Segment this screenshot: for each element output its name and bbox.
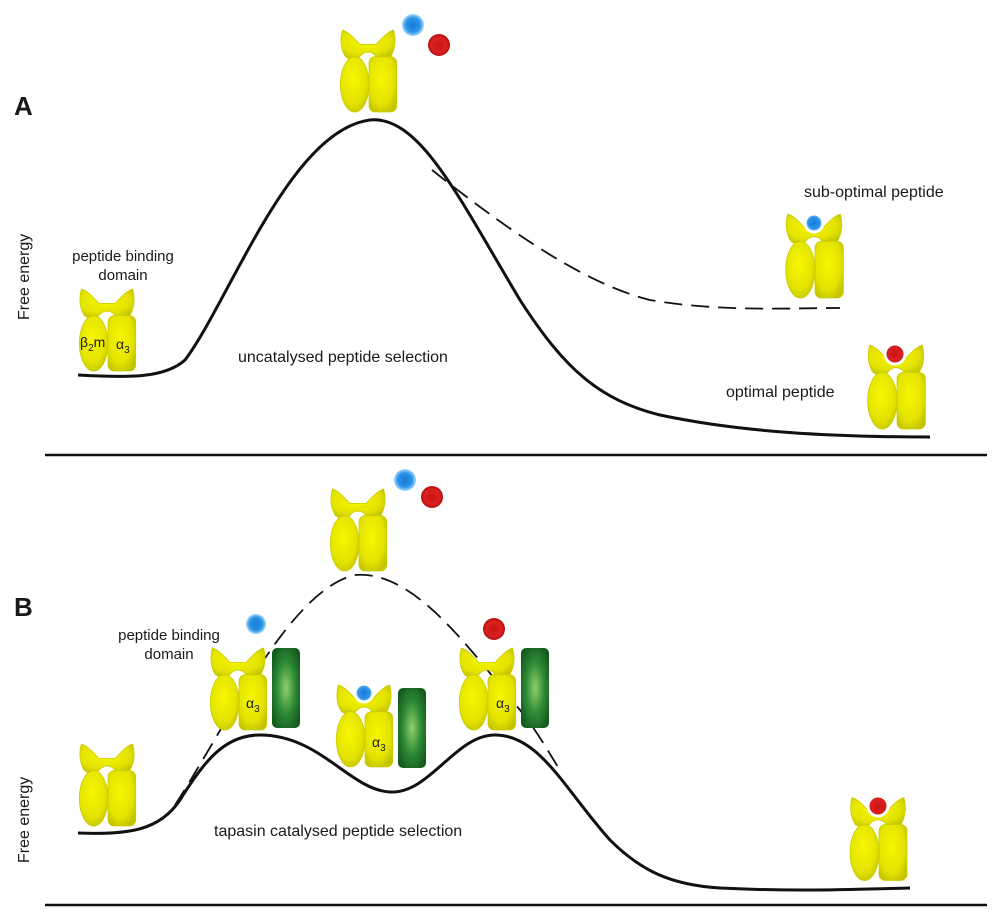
suboptimal-peptide-label: sub-optimal peptide bbox=[804, 184, 944, 201]
optimal-peptide-label: optimal peptide bbox=[726, 384, 835, 401]
alpha3-sub: 3 bbox=[380, 742, 386, 754]
panel-b-y-axis-label: Free energy bbox=[16, 776, 33, 863]
panel-b-pbd-label: peptide binding domain bbox=[104, 626, 234, 664]
panel-a-energy-curve bbox=[77, 118, 931, 439]
panel-b-letter: B bbox=[14, 592, 33, 622]
alpha3-sub: 3 bbox=[124, 344, 130, 356]
peptide-icon bbox=[428, 34, 450, 56]
peptide-icon bbox=[866, 794, 890, 818]
alpha3-label: α3 bbox=[246, 693, 260, 720]
alpha3-label: α3 bbox=[116, 334, 130, 361]
pbd-label-line2: domain bbox=[144, 646, 194, 663]
peptide-icon bbox=[353, 682, 375, 704]
peptide-icon bbox=[246, 614, 266, 634]
b2m-m: m bbox=[93, 334, 106, 350]
alpha3-base: α bbox=[116, 336, 125, 352]
mhc-molecule-icon bbox=[329, 488, 388, 572]
panel-a-pbd-label: peptide binding domain bbox=[58, 247, 188, 285]
peptide-icon bbox=[421, 486, 443, 508]
alpha3-sub: 3 bbox=[504, 703, 510, 715]
panel-a-curve-label: uncatalysed peptide selection bbox=[238, 349, 448, 366]
panel-b-curve-label: tapasin catalysed peptide selection bbox=[214, 823, 463, 840]
mhc-molecule-icon bbox=[78, 743, 137, 827]
b2m-sub: 2 bbox=[88, 342, 94, 354]
panel-b-energy-curve bbox=[77, 733, 911, 892]
panel-a bbox=[45, 14, 987, 457]
panel-b-uncatalysed-curve bbox=[174, 574, 561, 806]
alpha3-base: α bbox=[496, 695, 505, 711]
alpha3-base: α bbox=[372, 734, 381, 750]
b2m-base: β bbox=[80, 334, 89, 350]
alpha3-sub: 3 bbox=[254, 703, 260, 715]
alpha3-base: α bbox=[246, 695, 255, 711]
pbd-label-line1: peptide binding bbox=[118, 627, 220, 644]
tapasin-icon bbox=[272, 648, 300, 728]
alpha3-label: α3 bbox=[496, 693, 510, 720]
panel-a-suboptimal-curve bbox=[431, 169, 841, 310]
tapasin-icon bbox=[398, 688, 426, 768]
alpha3-label: α3 bbox=[372, 732, 386, 759]
pbd-label-line1: peptide binding bbox=[72, 248, 174, 265]
peptide-icon bbox=[402, 14, 424, 36]
peptide-icon bbox=[483, 618, 505, 640]
panel-b bbox=[45, 469, 987, 907]
peptide-icon bbox=[394, 469, 416, 491]
pbd-label-line2: domain bbox=[98, 267, 148, 284]
peptide-icon bbox=[803, 212, 825, 234]
mhc-molecule-icon bbox=[339, 29, 398, 113]
b2m-label: β2m bbox=[80, 332, 105, 359]
peptide-icon bbox=[883, 342, 907, 366]
panel-a-letter: A bbox=[14, 91, 33, 121]
panel-a-y-axis-label: Free energy bbox=[16, 233, 33, 320]
tapasin-icon bbox=[521, 648, 549, 728]
